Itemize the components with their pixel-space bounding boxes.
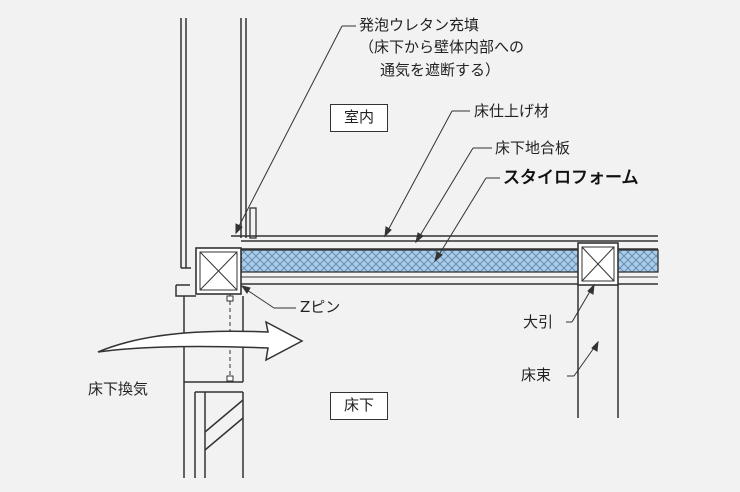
ventilation-arrow <box>97 320 304 362</box>
floor-finish-label: 床仕上げ材 <box>474 102 550 120</box>
sleeper-label: 大引 <box>523 313 554 331</box>
foam-fill-label: 発泡ウレタン充填 <box>359 16 480 34</box>
underfloor-label: 床下 <box>330 392 388 420</box>
sill-beam-left <box>195 247 242 295</box>
floor-post <box>577 285 619 418</box>
foam-fill-note-2: 通気を遮断する） <box>380 61 501 79</box>
floor-post-label: 床束 <box>521 366 552 384</box>
underfloor-vent-label: 床下換気 <box>88 380 149 398</box>
z-pin-label: Zピン <box>300 298 341 316</box>
wall-frame <box>175 18 247 297</box>
skirting-stub <box>249 207 257 239</box>
styrofoam-label: スタイロフォーム <box>503 168 639 188</box>
subfloor-label: 床下地合板 <box>495 139 571 157</box>
leader-lines <box>235 25 599 377</box>
foundation <box>183 296 244 478</box>
foam-fill-note-1: （床下から壁体内部への <box>359 38 525 56</box>
room-inside-label: 室内 <box>330 104 388 132</box>
sleeper-beam <box>577 242 619 286</box>
